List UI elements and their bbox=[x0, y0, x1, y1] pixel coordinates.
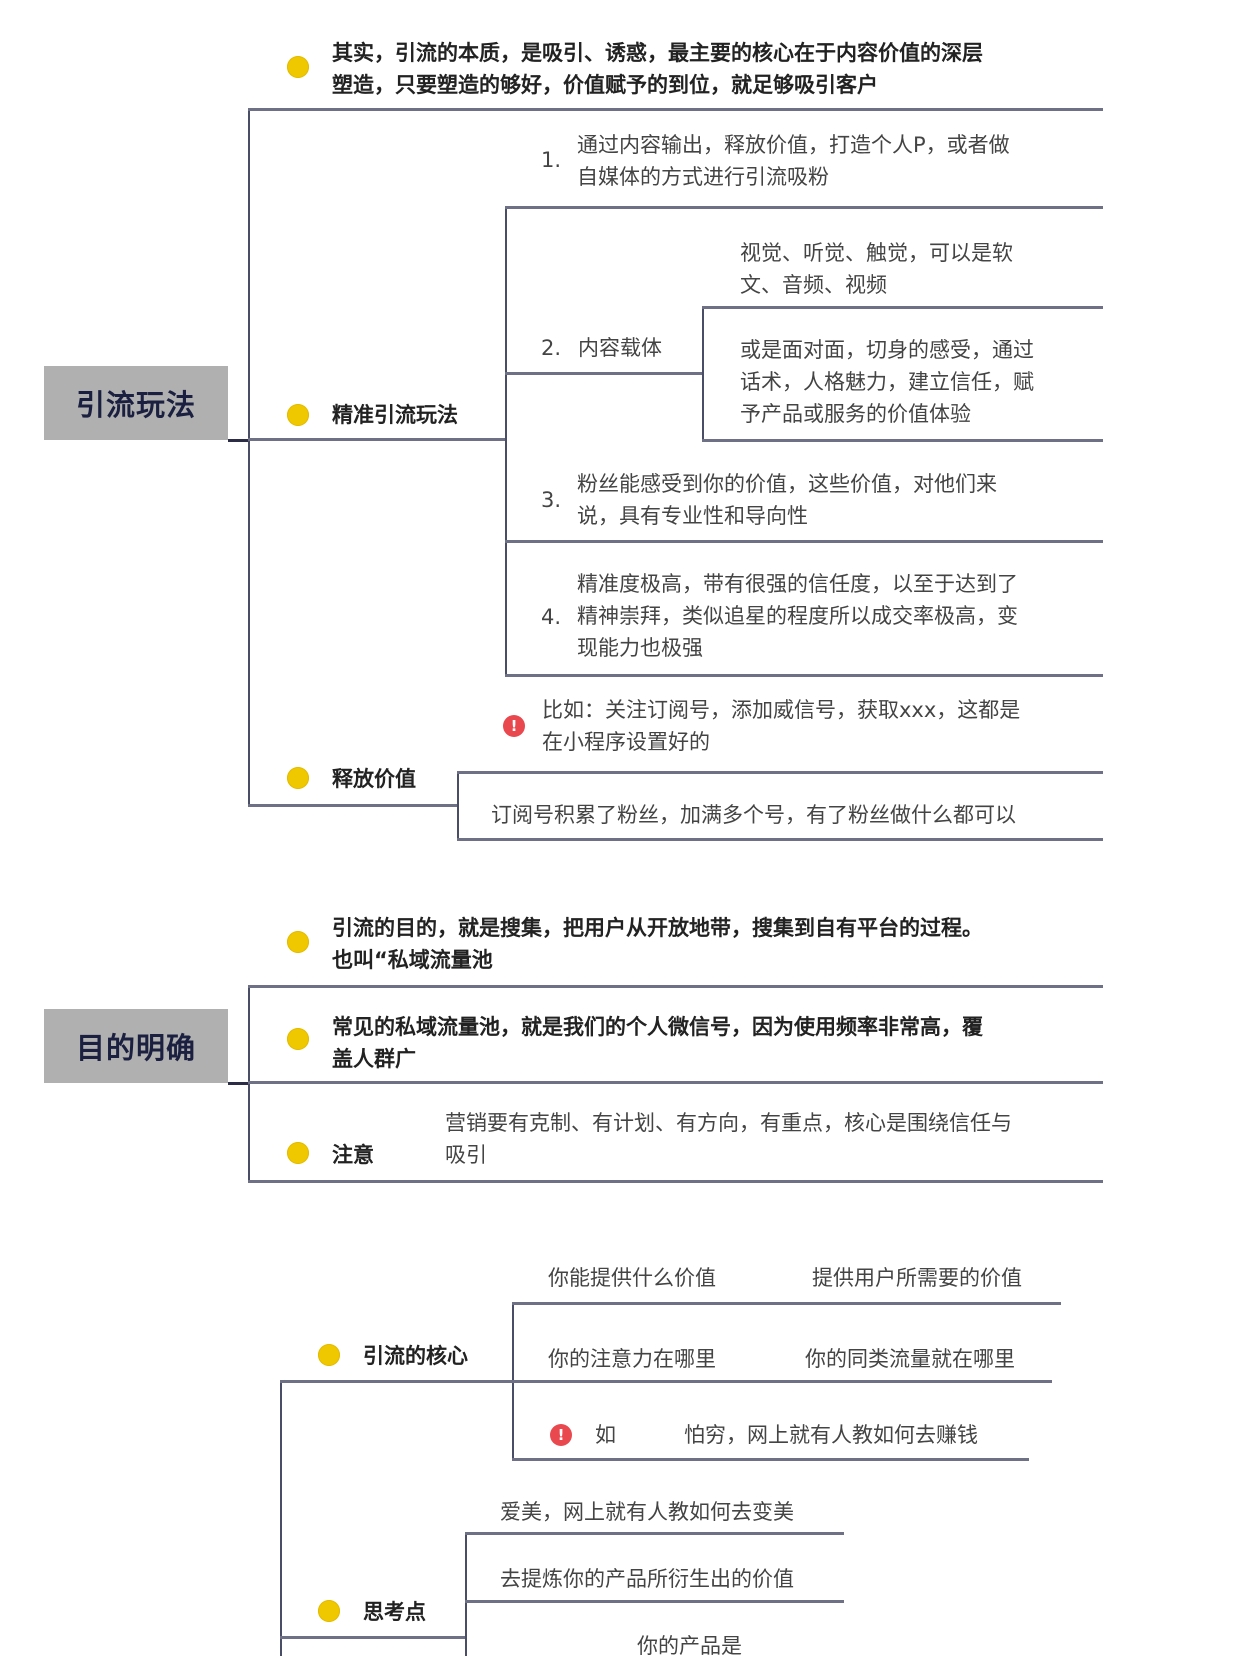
branch-essence-text[interactable]: 其实，引流的本质，是吸引、诱惑，最主要的核心在于内容价值的深层 塑造，只要塑造的… bbox=[332, 37, 983, 101]
core-question-1[interactable]: 你能提供什么价值 bbox=[548, 1266, 716, 1290]
text-line: 予产品或服务的价值体验 bbox=[740, 402, 971, 426]
branch-underline bbox=[280, 1380, 513, 1383]
item-4-text[interactable]: 精准度极高，带有很强的信任度，以至于达到了 精神崇拜，类似追星的程度所以成交率极… bbox=[577, 568, 1018, 664]
core-question-2[interactable]: 你的注意力在哪里 bbox=[548, 1347, 716, 1371]
branch-note-label[interactable]: 注意 bbox=[332, 1143, 374, 1167]
branch-precise-traffic[interactable]: 精准引流玩法 bbox=[332, 403, 458, 427]
core-answer-1[interactable]: 提供用户所需要的价值 bbox=[812, 1266, 1022, 1290]
branch-underline bbox=[248, 438, 506, 441]
item-underline bbox=[457, 771, 1103, 774]
text-line: 文、音频、视频 bbox=[740, 273, 887, 297]
text-line: 引流的目的，就是搜集，把用户从开放地带，搜集到自有平台的过程。 bbox=[332, 916, 983, 940]
sub-branch-line bbox=[505, 207, 507, 676]
item-underline bbox=[702, 306, 1103, 309]
text-line: 通过内容输出，释放价值，打造个人P，或者做 bbox=[577, 133, 1010, 157]
branch-thinking-points[interactable]: 思考点 bbox=[363, 1600, 426, 1624]
text-line: 也叫“私域流量池 bbox=[332, 948, 493, 972]
yellow-dot-icon bbox=[287, 931, 309, 953]
red-exclamation-icon: ! bbox=[550, 1424, 572, 1446]
branch-line bbox=[248, 986, 250, 1182]
branch-underline bbox=[280, 1636, 466, 1639]
text-line: 现能力也极强 bbox=[577, 636, 703, 660]
connector bbox=[228, 1082, 249, 1085]
item-2-content-carrier[interactable]: 内容载体 bbox=[578, 336, 662, 360]
text-line: 话术，人格魅力，建立信任，赋 bbox=[740, 370, 1034, 394]
text-line: 盖人群广 bbox=[332, 1047, 416, 1071]
branch-traffic-core[interactable]: 引流的核心 bbox=[363, 1344, 468, 1368]
red-exclamation-icon: ! bbox=[503, 715, 525, 737]
text-line: 常见的私域流量池，就是我们的个人微信号，因为使用频率非常高，覆 bbox=[332, 1015, 983, 1039]
branch-underline bbox=[248, 985, 1103, 988]
text-line: 粉丝能感受到你的价值，这些价值，对他们来 bbox=[577, 472, 997, 496]
branch-private-pool-text[interactable]: 常见的私域流量池，就是我们的个人微信号，因为使用频率非常高，覆 盖人群广 bbox=[332, 1011, 983, 1075]
sub-branch-line bbox=[457, 772, 459, 839]
yellow-dot-icon bbox=[287, 1142, 309, 1164]
core-answer-2[interactable]: 你的同类流量就在哪里 bbox=[805, 1347, 1015, 1371]
thinking-point-your-product[interactable]: 你的产品是 bbox=[637, 1634, 742, 1658]
branch-underline bbox=[248, 804, 458, 807]
yellow-dot-icon bbox=[318, 1600, 340, 1622]
yellow-dot-icon bbox=[287, 404, 309, 426]
core-answer-3[interactable]: 怕穷，网上就有人教如何去赚钱 bbox=[684, 1423, 978, 1447]
item-number: 2. bbox=[541, 336, 562, 360]
text-line: 自媒体的方式进行引流吸粉 bbox=[577, 165, 829, 189]
text-line: 或是面对面，切身的感受，通过 bbox=[740, 338, 1034, 362]
text-line: 精准度极高，带有很强的信任度，以至于达到了 bbox=[577, 572, 1018, 596]
item-underline bbox=[465, 1600, 844, 1603]
branch-release-value[interactable]: 释放价值 bbox=[332, 767, 416, 791]
item-number: 1. bbox=[541, 148, 562, 172]
item-underline bbox=[512, 1458, 1029, 1461]
yellow-dot-icon bbox=[318, 1344, 340, 1366]
text-line: 其实，引流的本质，是吸引、诱惑，最主要的核心在于内容价值的深层 bbox=[332, 41, 983, 65]
yellow-dot-icon bbox=[287, 56, 309, 78]
text-line: 吸引 bbox=[445, 1143, 487, 1167]
text-line: 比如：关注订阅号，添加威信号，获取xxx，这都是 bbox=[542, 698, 1021, 722]
item-3-text[interactable]: 粉丝能感受到你的价值，这些价值，对他们来 说，具有专业性和导向性 bbox=[577, 468, 997, 532]
yellow-dot-icon bbox=[287, 1028, 309, 1050]
branch-underline bbox=[248, 108, 1103, 111]
text-line: 精神崇拜，类似追星的程度所以成交率极高，变 bbox=[577, 604, 1018, 628]
thinking-point-beauty[interactable]: 爱美，网上就有人教如何去变美 bbox=[500, 1500, 794, 1524]
release-value-subscription[interactable]: 订阅号积累了粉丝，加满多个号，有了粉丝做什么都可以 bbox=[491, 803, 1016, 827]
item-underline bbox=[702, 439, 1103, 442]
carrier-option-sensory[interactable]: 视觉、听觉、触觉，可以是软 文、音频、视频 bbox=[740, 237, 1013, 301]
branch-purpose-text[interactable]: 引流的目的，就是搜集，把用户从开放地带，搜集到自有平台的过程。 也叫“私域流量池 bbox=[332, 912, 983, 976]
text-line: 在小程序设置好的 bbox=[542, 730, 710, 754]
core-question-3[interactable]: 如 bbox=[595, 1423, 616, 1447]
item-underline bbox=[512, 1302, 1061, 1305]
branch-underline bbox=[248, 1081, 1103, 1084]
item-number: 3. bbox=[541, 488, 562, 512]
root-node-label: 引流玩法 bbox=[75, 388, 196, 422]
root-node-mudi-mingque[interactable]: 目的明确 bbox=[44, 1009, 228, 1083]
carrier-option-face-to-face[interactable]: 或是面对面，切身的感受，通过 话术，人格魅力，建立信任，赋 予产品或服务的价值体… bbox=[740, 334, 1034, 430]
root-node-label: 目的明确 bbox=[75, 1031, 196, 1065]
item-underline bbox=[505, 540, 1103, 543]
text-line: 视觉、听觉、触觉，可以是软 bbox=[740, 241, 1013, 265]
item-underline bbox=[457, 838, 1103, 841]
text-line: 说，具有专业性和导向性 bbox=[577, 504, 808, 528]
item-underline bbox=[505, 206, 1103, 209]
text-line: 营销要有克制、有计划、有方向，有重点，核心是围绕信任与 bbox=[445, 1111, 1012, 1135]
item-1-text[interactable]: 通过内容输出，释放价值，打造个人P，或者做 自媒体的方式进行引流吸粉 bbox=[577, 129, 1010, 193]
item-underline bbox=[465, 1532, 844, 1535]
thinking-point-derive-value[interactable]: 去提炼你的产品所衍生出的价值 bbox=[500, 1567, 794, 1591]
branch-note-text[interactable]: 营销要有克制、有计划、有方向，有重点，核心是围绕信任与 吸引 bbox=[445, 1107, 1012, 1171]
item-number: 4. bbox=[541, 605, 562, 629]
yellow-dot-icon bbox=[287, 767, 309, 789]
branch-line bbox=[280, 1381, 282, 1656]
sub-branch-line bbox=[702, 307, 704, 440]
branch-line bbox=[248, 109, 250, 807]
root-node-yinliu-wanfa[interactable]: 引流玩法 bbox=[44, 366, 228, 440]
release-value-example[interactable]: 比如：关注订阅号，添加威信号，获取xxx，这都是 在小程序设置好的 bbox=[542, 694, 1020, 758]
branch-underline bbox=[248, 1180, 1103, 1183]
item-underline bbox=[505, 674, 1103, 677]
item-underline bbox=[512, 1380, 1052, 1383]
sub-branch-line bbox=[465, 1533, 467, 1656]
item-underline bbox=[505, 372, 703, 375]
text-line: 塑造，只要塑造的够好，价值赋予的到位，就足够吸引客户 bbox=[332, 73, 878, 97]
connector bbox=[228, 439, 249, 442]
